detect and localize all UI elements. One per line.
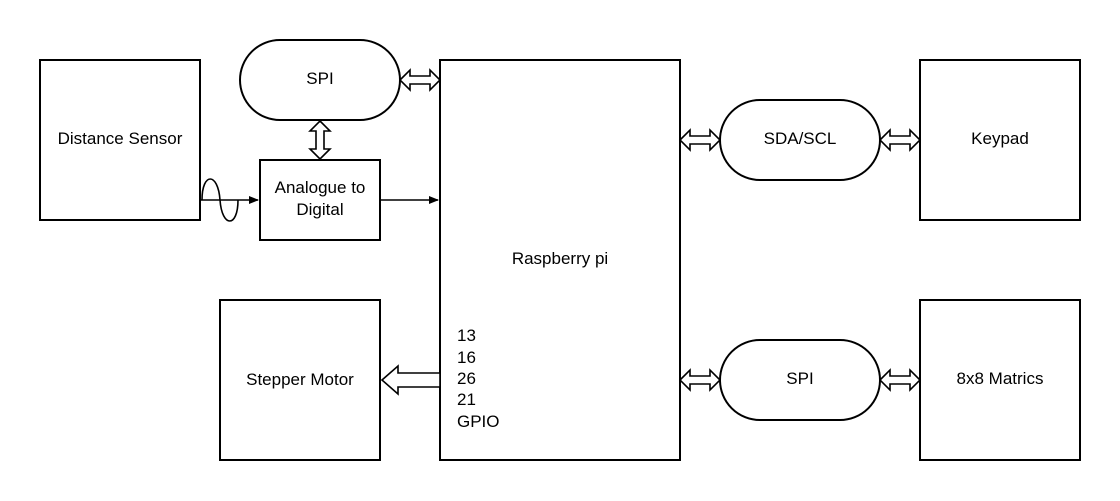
matrix-block[interactable]: 8x8 Matrics — [919, 299, 1081, 461]
spi-top-block[interactable]: SPI — [239, 39, 401, 121]
pi-to-stepper-arrow — [380, 364, 441, 396]
matrix-label: 8x8 Matrics — [957, 369, 1044, 388]
keypad-label: Keypad — [971, 129, 1029, 148]
stepper-motor-block[interactable]: Stepper Motor — [219, 299, 381, 461]
gpio-pin-26: 26 — [457, 369, 476, 388]
gpio-pin-13: 13 — [457, 326, 476, 345]
adc-label-line1: Analogue to — [275, 178, 366, 197]
spi-top-to-adc-arrow — [308, 119, 332, 161]
adc-block[interactable]: Analogue to Digital — [259, 159, 381, 241]
spi-top-to-pi-arrow — [398, 68, 442, 92]
sensor-to-adc-connector — [200, 178, 259, 222]
distance-sensor-block[interactable]: Distance Sensor — [39, 59, 201, 221]
stepper-motor-label: Stepper Motor — [246, 370, 354, 389]
spi-top-label: SPI — [306, 69, 333, 88]
pi-to-spi-bottom-arrow — [678, 368, 722, 392]
sda-scl-to-keypad-arrow — [878, 128, 922, 152]
adc-label-line2: Digital — [296, 200, 343, 219]
keypad-block[interactable]: Keypad — [919, 59, 1081, 221]
distance-sensor-label: Distance Sensor — [58, 129, 183, 148]
gpio-pin-21: 21 — [457, 390, 476, 409]
pi-to-sda-scl-arrow — [678, 128, 722, 152]
spi-bottom-label: SPI — [786, 369, 813, 388]
spi-bottom-block[interactable]: SPI — [719, 339, 881, 421]
sda-scl-label: SDA/SCL — [764, 129, 837, 148]
spi-bottom-to-matrix-arrow — [878, 368, 922, 392]
sda-scl-block[interactable]: SDA/SCL — [719, 99, 881, 181]
gpio-label: GPIO — [457, 412, 500, 431]
gpio-pin-16: 16 — [457, 348, 476, 367]
raspberry-pi-label: Raspberry pi — [512, 249, 608, 268]
raspberry-pi-block[interactable]: Raspberry pi 13 16 26 21 GPIO — [439, 59, 681, 461]
analog-wave-icon — [201, 178, 239, 222]
